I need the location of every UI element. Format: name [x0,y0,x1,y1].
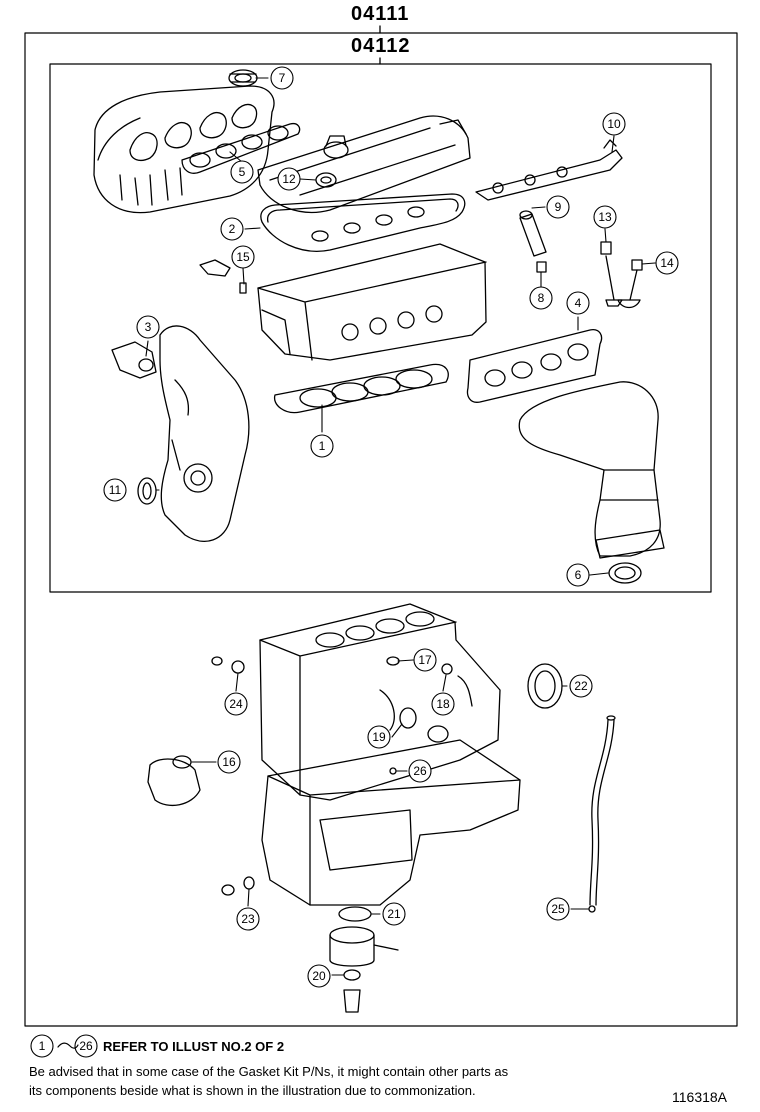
callout-number-1: 1 [319,439,326,453]
callout-number-22: 22 [574,679,588,693]
callout-circle-10 [602,112,626,136]
callout-number-8: 8 [538,291,545,305]
oil-pressure-switch-illustration [147,755,201,807]
subkit-part-number: 04112 [351,35,411,57]
callout-circle-6 [566,563,590,587]
callout-number-9: 9 [555,200,562,214]
callout-number-10: 10 [607,117,621,131]
footer-range-end-circle [74,1034,98,1058]
callout-circle-20 [307,964,331,988]
callout-circle-13 [593,205,617,229]
oil-level-gauge-guide-illustration [588,715,616,913]
callout-circle-22 [569,674,593,698]
callout-number-6: 6 [575,568,582,582]
kit-part-number: 04111 [351,3,410,25]
intake-manifold-gasket-illustration [181,122,301,174]
valve-stem-oil-seal-illustration [600,241,623,307]
callout-number-26: 26 [413,764,427,778]
cylinder-block-illustration [259,603,501,801]
callout-number-25: 25 [551,902,565,916]
water-inlet-illustration [111,341,157,379]
callout-circle-25 [546,897,570,921]
fuel-delivery-pipe-illustration [475,139,623,201]
callout-number-3: 3 [145,320,152,334]
callout-number-11: 11 [109,483,122,497]
callout-circle-5 [230,160,254,184]
tilde-mark [57,1042,79,1049]
footer-range-end: 26 [79,1039,93,1053]
exhaust-manifold-gasket-illustration [466,329,603,403]
callout-number-13: 13 [598,210,612,224]
callout-circle-16 [217,750,241,774]
cylinder-head-gasket-illustration [273,363,449,414]
callout-number-18: 18 [436,697,450,711]
callout-number-5: 5 [239,165,246,179]
callout-number-17: 17 [418,653,432,667]
callout-number-14: 14 [660,256,674,270]
footer-range-start: 1 [39,1039,46,1053]
crankshaft-front-oil-seal-illustration [137,477,157,505]
callout-circle-26 [408,759,432,783]
refer-illustration-note: REFER TO ILLUST NO.2 OF 2 [103,1039,285,1054]
callout-circle-23 [236,907,260,931]
callout-number-24: 24 [229,697,243,711]
callout-number-19: 19 [372,730,386,744]
callout-number-16: 16 [222,755,236,769]
callout-circle-4 [566,291,590,315]
oil-pan-illustration [261,739,521,906]
callout-circle-3 [136,315,160,339]
callout-circle-8 [529,286,553,310]
callout-circle-11 [103,478,127,502]
callout-number-20: 20 [312,969,326,983]
callout-circle-1 [310,434,334,458]
callout-circle-14 [655,251,679,275]
callout-circle-18 [431,692,455,716]
footer-range-start-circle [30,1034,54,1058]
cylinder-head-cover-illustration [257,115,471,214]
callout-circle-2 [220,217,244,241]
block-small-parts-illustration [386,656,473,775]
fuel-injector-illustration [519,210,547,273]
advisory-line-1: Be advised that in some case of the Gask… [29,1064,509,1079]
advisory-line-2: its components beside what is shown in t… [29,1083,476,1098]
callout-circle-24 [224,692,248,716]
callout-circle-9 [546,195,570,219]
callout-number-12: 12 [282,172,296,186]
water-drain-cock-illustration [211,656,245,674]
callout-number-4: 4 [575,296,582,310]
callout-circle-19 [367,725,391,749]
exhaust-pipe-gasket-illustration [608,562,642,584]
kit-frame [24,32,738,1027]
callout-circle-12 [277,167,301,191]
exhaust-manifold-converter-illustration [518,381,665,559]
callout-circle-15 [231,245,255,269]
oil-filler-cap-gasket-illustration [315,172,337,188]
illustration-id: 116318A [672,1089,728,1105]
callout-number-21: 21 [387,907,401,921]
oil-filter-illustration [329,926,399,1013]
rear-oil-seal-illustration [527,663,563,709]
callout-number-2: 2 [229,222,236,236]
callout-number-7: 7 [279,71,286,85]
callout-circle-21 [382,902,406,926]
callout-circle-7 [270,66,294,90]
pcv-valve-grommet-illustration [199,259,247,294]
callout-number-23: 23 [241,912,255,926]
throttle-body-gasket-illustration [228,69,258,87]
oil-pan-drain-seal-illustration [338,906,372,922]
oil-filter-union-gasket-illustration [343,969,361,981]
head-cover-gasket-illustration [260,193,466,252]
timing-chain-cover-illustration [159,325,250,542]
callout-number-15: 15 [236,250,250,264]
cylinder-head-illustration [257,243,487,361]
intake-manifold-illustration [93,85,275,214]
subkit-frame [49,63,712,593]
exhaust-valve-illustration [617,259,643,309]
callout-circle-17 [413,648,437,672]
